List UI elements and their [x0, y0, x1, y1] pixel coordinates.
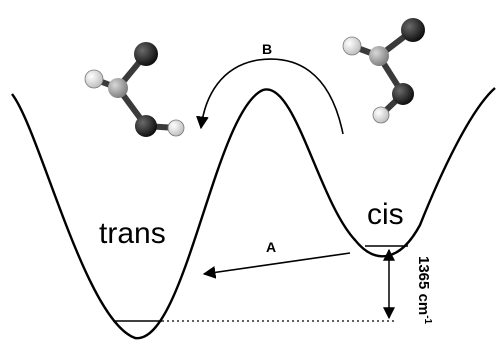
hydrogen-atom-icon	[167, 119, 185, 137]
oxygen-atom-icon	[134, 42, 158, 66]
path-a-arrow	[202, 252, 351, 279]
oxygen-atom-icon	[392, 83, 414, 105]
trans-molecule	[84, 42, 185, 137]
cis-molecule	[342, 18, 425, 124]
hydrogen-atom-icon	[84, 69, 104, 89]
energy-value-label: 1365 cm-1	[415, 256, 433, 325]
path-b-label: B	[262, 41, 272, 57]
oxygen-atom-icon	[135, 115, 157, 137]
nitrogen-atom-icon	[108, 78, 128, 98]
path-b-arrow	[196, 58, 344, 135]
trans-label: trans	[99, 217, 166, 250]
hydrogen-atom-icon	[342, 36, 362, 56]
oxygen-atom-icon	[401, 18, 425, 42]
hydrogen-atom-icon	[372, 106, 390, 124]
nitrogen-atom-icon	[369, 46, 389, 66]
potential-energy-curve	[11, 87, 496, 340]
cis-label: cis	[367, 198, 404, 231]
path-a-label: A	[266, 239, 276, 255]
